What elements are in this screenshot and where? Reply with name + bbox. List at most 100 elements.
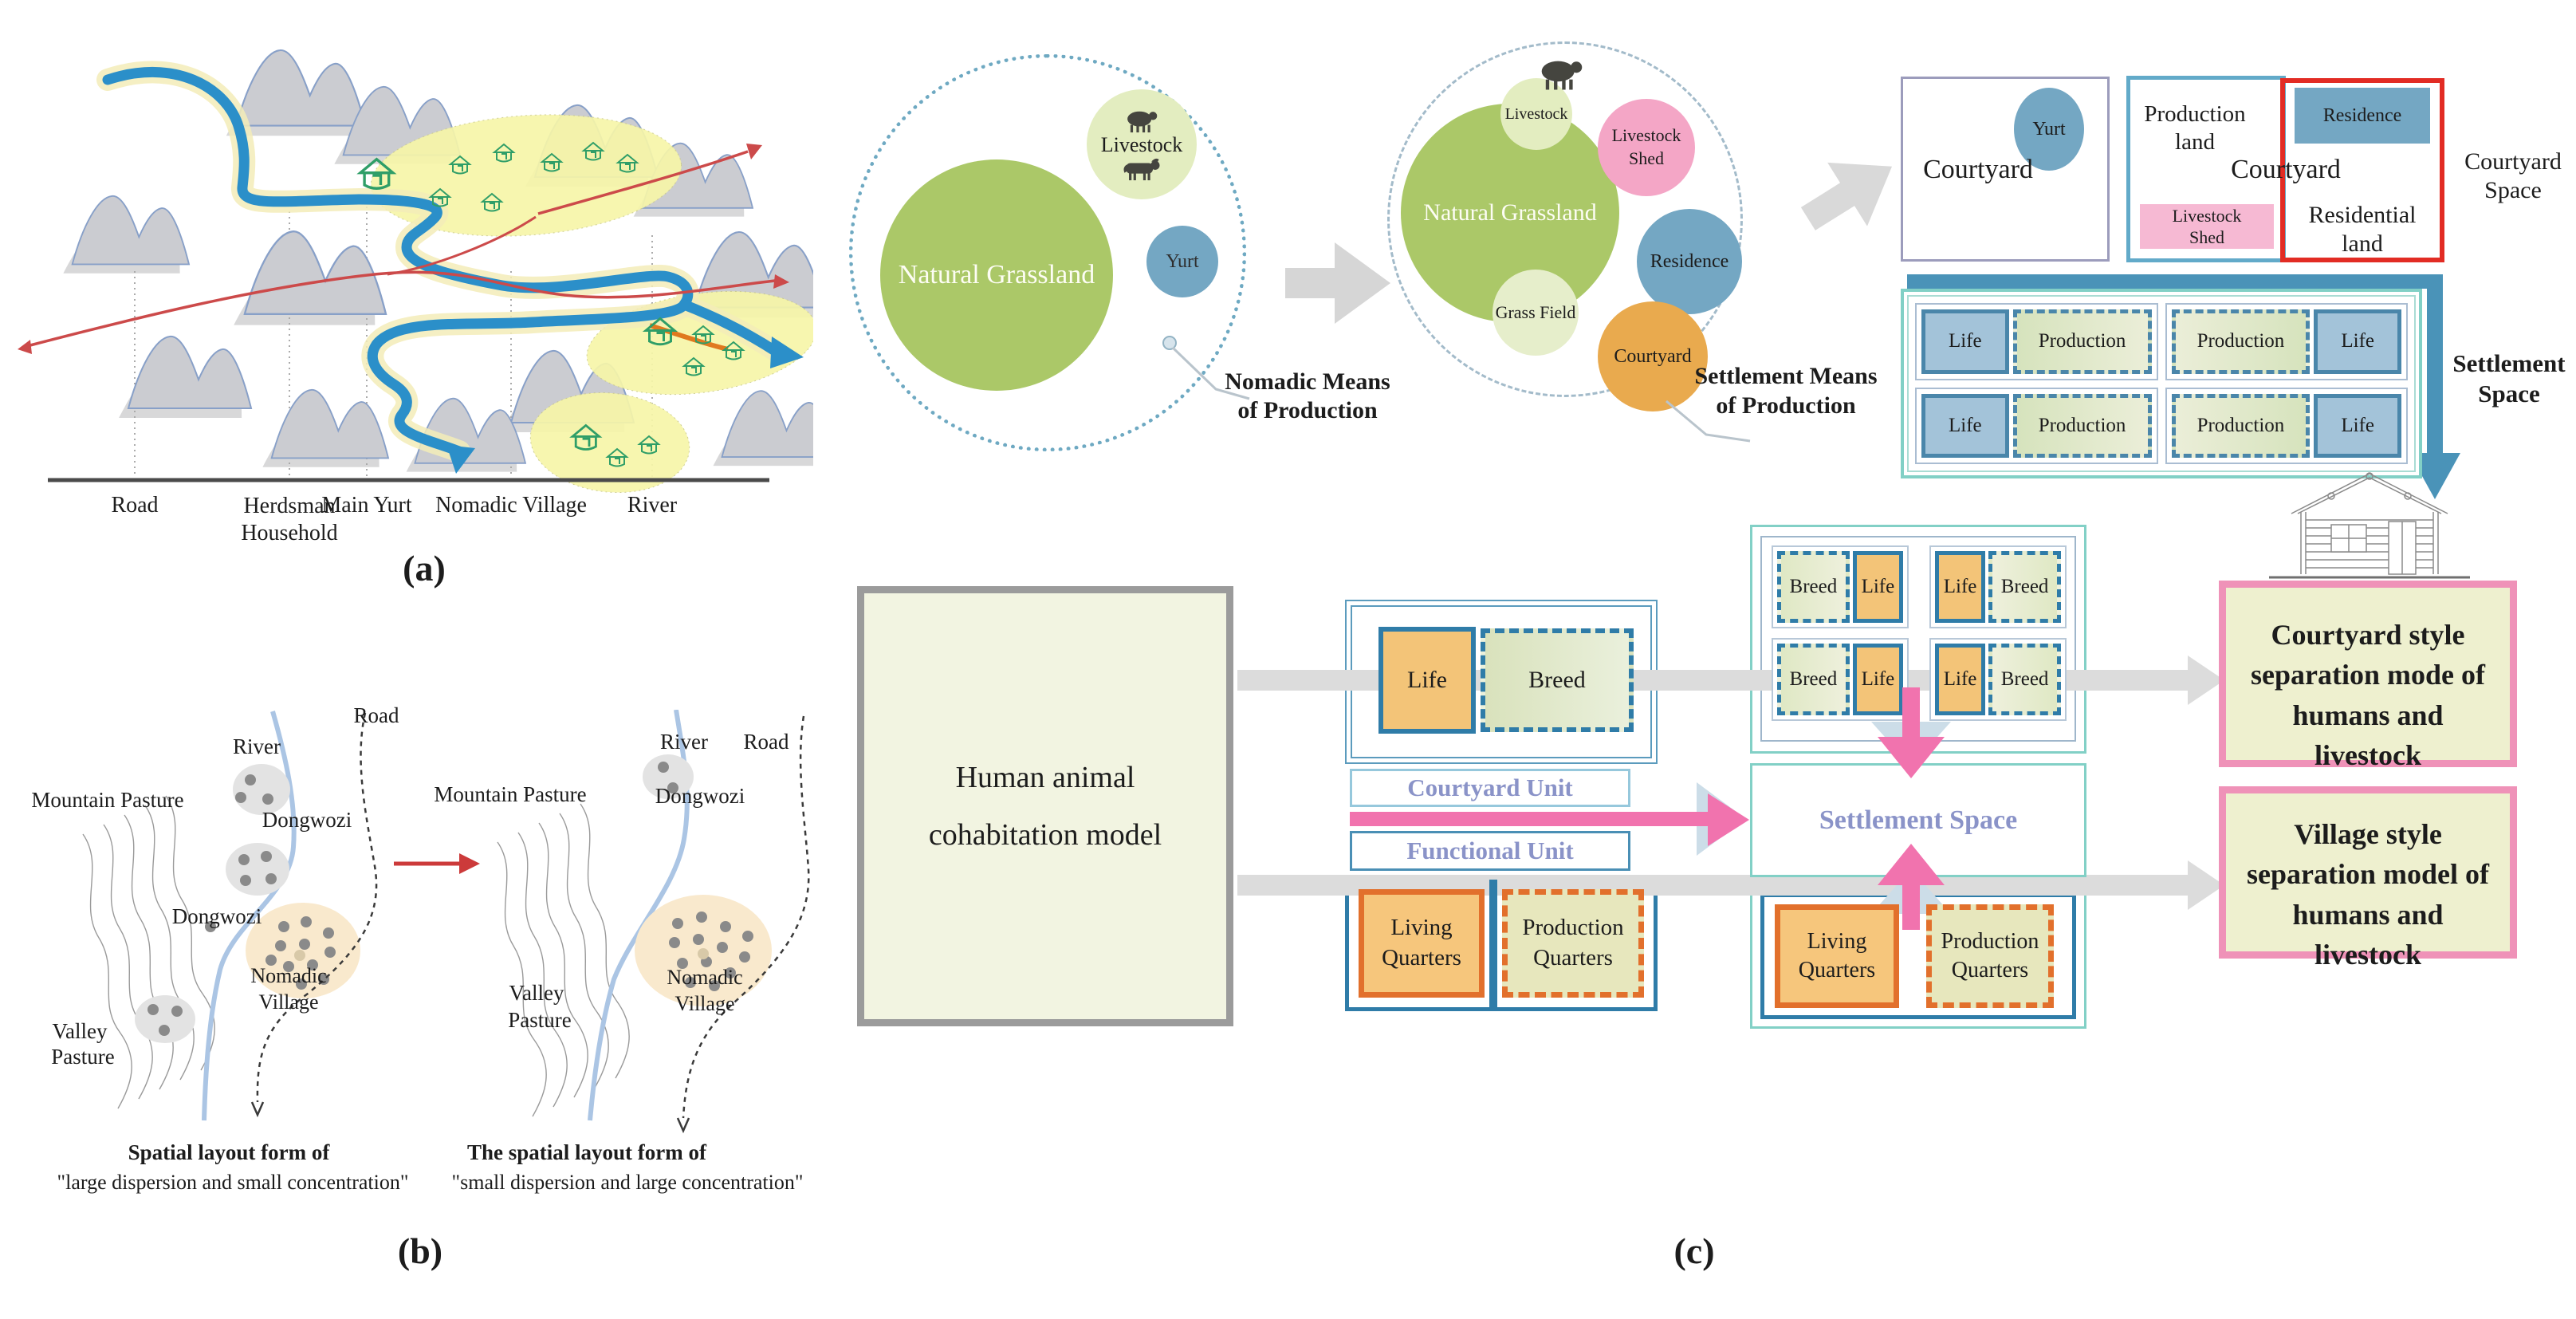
production-cell: Production [2171, 393, 2311, 458]
production-cell: Production [2012, 393, 2152, 458]
transition-arrow-2 [1800, 162, 1893, 230]
settlement-connector-bar [1907, 274, 2443, 289]
grid-unit: Life Production [1915, 387, 2158, 464]
life-cell: Life [2314, 309, 2401, 374]
label-mountain-pasture-right: Mountain Pasture [434, 782, 587, 806]
label-pasture-right: Pasture [508, 1008, 572, 1032]
caption-left-map-line1: Spatial layout form of [128, 1140, 330, 1164]
label-river-right: River [660, 730, 708, 754]
grid-unit: Production Life [2165, 387, 2408, 464]
label-pasture-left: Pasture [51, 1045, 115, 1069]
livestock-circle-2: Livestock [1500, 78, 1572, 150]
cohabitation-model-box: Human animal cohabitation model [857, 586, 1233, 1026]
nomadic-means-label-line2: of Production [1237, 397, 1378, 423]
label-nomadic-village-left: Nomadic Village [250, 964, 327, 1014]
breed-cell: Breed [1777, 644, 1850, 715]
panel-a-caption: (a) [403, 548, 446, 589]
courtyard-circle: Courtyard [1598, 301, 1708, 411]
livestock-shed-circle: Livestock Shed [1598, 99, 1695, 196]
residence-rect: Residence [2295, 88, 2430, 144]
yurt-ellipse: Yurt [2014, 88, 2084, 171]
breed-cell: Breed [1988, 551, 2061, 623]
pink-down-shaft [1902, 687, 1920, 737]
spatial-layout-map-right [497, 710, 810, 1134]
flow-bar-bottom-arrowhead [2188, 860, 2224, 910]
river-arrowhead-right [770, 337, 804, 368]
legend-label-main-yurt: Main Yurt [321, 493, 412, 518]
living-quarters-cell: Living Quarters [1775, 904, 1899, 1008]
courtyard-space-label-line2: Space [2484, 177, 2542, 203]
cattle-icon [1123, 158, 1160, 181]
breed-cell: Breed [1777, 551, 1850, 623]
life-cell: Life [1852, 644, 1903, 715]
legend-label-nomadic-village: Nomadic Village [435, 493, 587, 518]
pink-up-arrowhead [1878, 844, 1945, 885]
settlement-space-side-label-line2: Space [2478, 380, 2540, 408]
yurt-circle-1: Yurt [1146, 226, 1218, 297]
grid-unit: Life Breed [1929, 545, 2067, 628]
label-road-left: Road [353, 703, 399, 727]
label-nomadic-village-right: Nomadic Village [667, 966, 743, 1015]
caption-left-map-line2: "large dispersion and small concentratio… [57, 1171, 409, 1194]
legend-label-river: River [627, 493, 678, 518]
grid-unit: Life Breed [1929, 638, 2067, 721]
label-mountain-pasture-left: Mountain Pasture [31, 788, 184, 812]
pink-arrow-shaft [1350, 812, 1710, 826]
production-land-label: Production land [2144, 101, 2246, 155]
breed-cell: Breed [1988, 644, 2061, 715]
residential-land-box [2280, 78, 2444, 262]
label-road-right: Road [743, 730, 789, 754]
courtyard-label-1: Courtyard [1923, 155, 2033, 184]
panel-b-caption: (b) [397, 1230, 443, 1271]
living-quarters-cell: Living Quarters [1359, 889, 1485, 998]
life-cell: Life [2314, 393, 2401, 458]
courtyard-unit-box: Courtyard Unit [1350, 769, 1630, 807]
mountain-terrain-illustration [18, 49, 813, 494]
residential-land-label: Residential land [2308, 202, 2417, 257]
life-cell: Life [1935, 644, 1986, 715]
label-dongwozi-upper-left: Dongwozi [262, 808, 352, 832]
courtyard-space-label-line1: Courtyard [2464, 148, 2562, 175]
settlement-means-label-line1: Settlement Means [1694, 363, 1878, 389]
grass-field-circle: Grass Field [1493, 270, 1579, 356]
settlement-space-side-label-line1: Settlement [2452, 349, 2566, 377]
village-mode-result-box: Village style separation model of humans… [2219, 786, 2517, 971]
life-cell: Life [1921, 393, 2009, 458]
legend-label-road: Road [111, 493, 159, 518]
livestock-circle-1: Livestock [1087, 89, 1197, 199]
pink-up-shaft [1902, 884, 1920, 930]
livestock-shed-rect: Livestock Shed [2140, 204, 2274, 249]
label-valley-right: Valley [509, 981, 564, 1005]
transition-arrow-1 [1285, 242, 1390, 324]
river-arrowhead-bottom [446, 445, 475, 474]
house-icon [2269, 472, 2470, 579]
pink-arrowhead-right [1708, 793, 1749, 846]
label-river-left: River [233, 734, 281, 758]
caption-right-map-line2: "small dispersion and large concentratio… [451, 1171, 804, 1194]
settlement-means-circle [1387, 41, 1743, 397]
life-cell: Life [1935, 551, 1986, 623]
red-transition-arrow [394, 853, 480, 874]
nomadic-means-label-line1: Nomadic Means [1225, 368, 1390, 395]
production-quarters-cell: Production Quarters [1502, 889, 1644, 998]
life-cell: Life [1378, 627, 1476, 734]
grid-unit: Breed Life [1772, 545, 1909, 628]
settlement-leader-line [1666, 400, 1751, 443]
grid-unit: Breed Life [1772, 638, 1909, 721]
label-dongwozi-lower-left: Dongwozi [171, 904, 262, 928]
settlement-connector-vertical [2427, 274, 2443, 453]
settlement-means-label-line2: of Production [1716, 392, 1856, 419]
sheep-icon [1127, 111, 1158, 133]
caption-right-map-line1: The spatial layout form of [467, 1140, 706, 1164]
functional-unit-box: Functional Unit [1350, 831, 1630, 871]
pink-down-arrowhead [1878, 737, 1945, 778]
breed-cell: Breed [1481, 628, 1634, 732]
flow-bar-top-arrowhead [2188, 656, 2224, 705]
sheep-icon [1541, 61, 1583, 90]
label-dongwozi-right: Dongwozi [655, 784, 745, 808]
label-valley-left: Valley [52, 1019, 108, 1043]
courtyard-mode-result-box: Courtyard style separation mode of human… [2219, 581, 2517, 771]
settlement-space-grid: Life Production Production Life Life Pro… [1901, 289, 2422, 478]
life-cell: Life [1852, 551, 1903, 623]
